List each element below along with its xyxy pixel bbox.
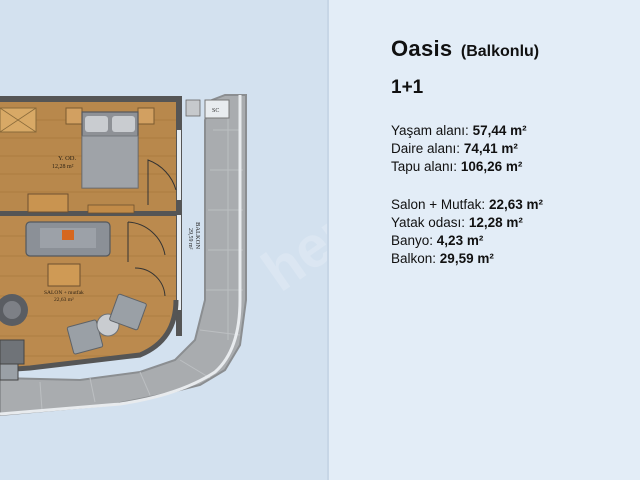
living-door (127, 221, 166, 256)
top-wall (0, 96, 182, 102)
room-label: Balkon: (391, 251, 437, 266)
interior-wall (0, 211, 176, 216)
pillow-right (112, 116, 135, 132)
shaft-label: SC (212, 108, 219, 114)
bedroom-label: Y. OD. (58, 155, 76, 162)
balcony-label: BALKON (194, 222, 201, 249)
area-value: 57,44 m² (472, 123, 527, 138)
nightstand-right (137, 107, 155, 125)
bedroom-area-label: 12,28 m² (52, 164, 74, 170)
area-summary-list: Yaşam alanı: 57,44 m² Daire alanı: 74,41… (391, 122, 527, 176)
area-value: 106,26 m² (460, 159, 523, 174)
room-value: 22,63 m² (488, 197, 543, 212)
balcony-fixture (185, 99, 201, 117)
coffee-table (47, 263, 81, 287)
bedroom-door (147, 159, 177, 205)
area-row-flat: Daire alanı: 74,41 m² (391, 140, 527, 158)
kitchen-unit (0, 339, 25, 365)
room-value: 29,59 m² (439, 251, 494, 266)
title-row: Oasis (Balkonlu) (391, 36, 539, 62)
room-row-salon: Salon + Mutfak: 22,63 m² (391, 196, 543, 214)
area-label: Tapu alanı: (391, 159, 458, 174)
living-curved-wall (0, 299, 179, 373)
floor-plan-panel: SC Y. OD. 12,28 m² SALON + mutfak 22,63 … (0, 0, 327, 480)
living-area-label: 22,63 m² (54, 297, 74, 303)
room-label: Yatak odası: (391, 215, 466, 230)
project-subtitle: (Balkonlu) (460, 43, 540, 60)
balcony-railing (0, 95, 242, 416)
shaft-box (204, 99, 230, 119)
area-value: 74,41 m² (463, 141, 518, 156)
cushion (62, 230, 74, 240)
floor-plan-drawing: SC Y. OD. 12,28 m² SALON + mutfak 22,63 … (0, 94, 247, 417)
bed-cover (81, 135, 139, 189)
living-label: SALON + mutfak (44, 289, 84, 296)
lounge-chair-left (66, 319, 104, 355)
balcony-tile-lines (39, 100, 243, 411)
room-row-bathroom: Banyo: 4,23 m² (391, 232, 543, 250)
balcony-area-label: 29,59 m² (187, 228, 193, 250)
shelf (87, 204, 135, 214)
pillow-left (85, 116, 108, 132)
room-value: 12,28 m² (468, 215, 523, 230)
balcony-door (134, 267, 166, 297)
panel-divider (327, 0, 329, 480)
room-label: Salon + Mutfak: (391, 197, 486, 212)
area-label: Daire alanı: (391, 141, 461, 156)
room-row-balcony: Balkon: 29,59 m² (391, 250, 543, 268)
info-panel: Oasis (Balkonlu) 1+1 Yaşam alanı: 57,44 … (329, 0, 640, 480)
area-label: Yaşam alanı: (391, 123, 469, 138)
nightstand-left (65, 107, 83, 125)
desk (27, 193, 69, 213)
room-label: Banyo: (391, 233, 434, 248)
unit-type: 1+1 (391, 77, 424, 98)
room-row-bedroom: Yatak odası: 12,28 m² (391, 214, 543, 232)
room-area-list: Salon + Mutfak: 22,63 m² Yatak odası: 12… (391, 196, 543, 268)
area-row-living: Yaşam alanı: 57,44 m² (391, 122, 527, 140)
room-value: 4,23 m² (436, 233, 484, 248)
window-glazing-2 (177, 215, 181, 310)
project-title: Oasis (391, 36, 453, 61)
area-row-deed: Tapu alanı: 106,26 m² (391, 158, 527, 176)
window-glazing (177, 130, 181, 200)
lounge-chair-right (109, 293, 147, 331)
